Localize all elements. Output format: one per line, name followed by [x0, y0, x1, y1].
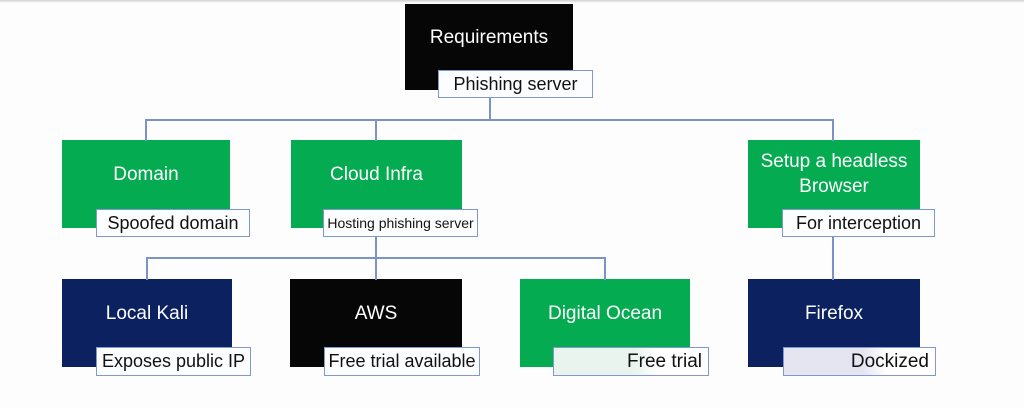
node-headless-browser-label: Setup a headless Browser — [760, 151, 908, 197]
annotation-phishing-server: Phishing server — [438, 70, 593, 98]
annotation-exposes-public-ip-text: Exposes public IP — [101, 351, 246, 371]
node-digital-ocean-label: Digital Ocean — [547, 302, 663, 324]
annotation-dockized: Dockized — [783, 347, 936, 376]
node-firefox-label: Firefox — [804, 302, 864, 324]
node-cloud-infra-label: Cloud Infra — [330, 163, 423, 185]
annotation-free-trial-text: Free trial — [627, 350, 702, 372]
annotation-hosting-phishing-server-text: Hosting phishing server — [327, 215, 474, 231]
connector-to-domain — [145, 119, 147, 141]
connector-level1-horizontal — [146, 119, 834, 121]
slide-top-border — [0, 0, 1024, 3]
node-domain-label: Domain — [113, 163, 179, 185]
annotation-hosting-phishing-server: Hosting phishing server — [323, 209, 478, 237]
annotation-free-trial-available-text: Free trial available — [328, 351, 476, 371]
annotation-spoofed-domain-text: Spoofed domain — [107, 212, 239, 233]
connector-to-aws — [375, 257, 377, 280]
connector-phishing-server-down — [489, 97, 491, 121]
annotation-dockized-text: Dockized — [850, 350, 929, 372]
connector-to-firefox — [832, 236, 834, 280]
node-local-kali-label: Local Kali — [105, 302, 189, 324]
annotation-exposes-public-ip: Exposes public IP — [96, 347, 251, 376]
node-requirements-label: Requirements — [429, 26, 549, 48]
annotation-free-trial: Free trial — [553, 347, 709, 376]
node-aws-label: AWS — [354, 302, 398, 324]
annotation-phishing-server-text: Phishing server — [453, 73, 578, 94]
connector-to-headless-browser — [832, 119, 834, 141]
annotation-for-interception-text: For interception — [795, 212, 922, 233]
annotation-free-trial-available: Free trial available — [324, 347, 480, 376]
connector-to-digital-ocean — [604, 257, 606, 280]
connector-to-local-kali — [146, 257, 148, 280]
annotation-for-interception: For interception — [782, 209, 935, 237]
connector-cloud-infra-down — [375, 236, 377, 259]
connector-to-cloud-infra — [375, 119, 377, 141]
annotation-spoofed-domain: Spoofed domain — [96, 209, 250, 237]
